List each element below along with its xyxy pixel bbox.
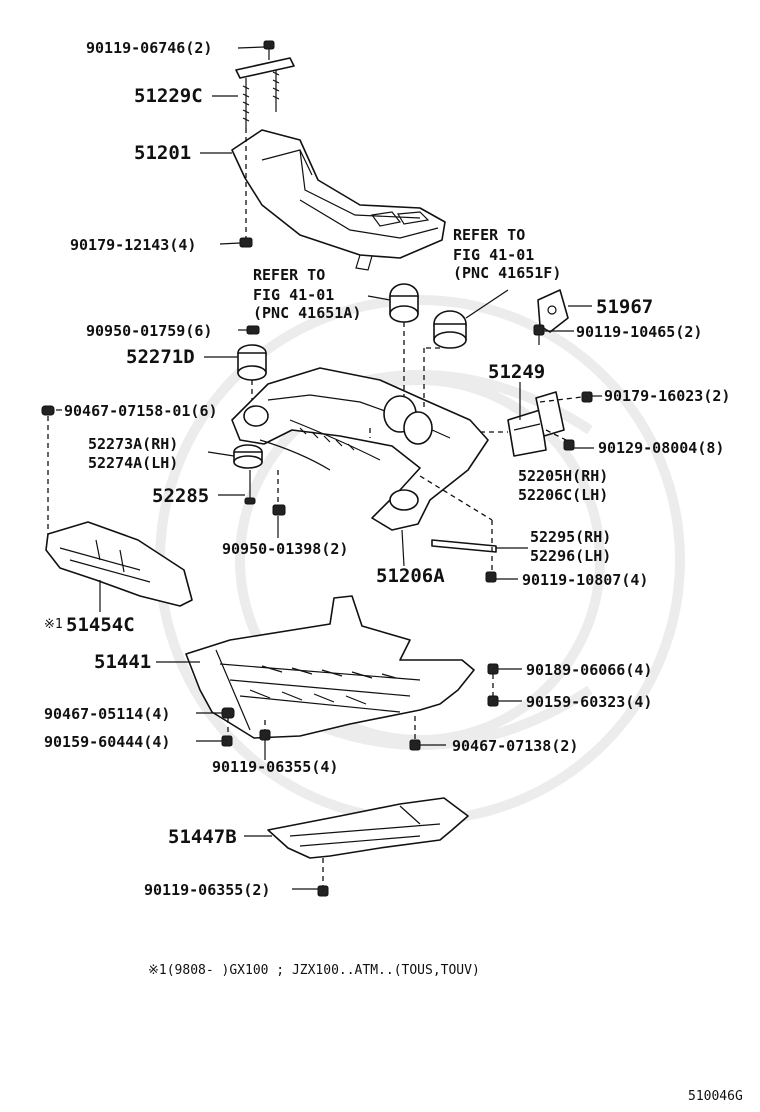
bolt-90119-10807[interactable] [485,571,497,583]
callout-52285: 52285 [152,485,209,507]
nut-90179-12143[interactable] [239,237,253,248]
bracket-plate-51229c [235,57,295,79]
callout-90119-06746: 90119-06746(2) [86,39,212,57]
callout-52273a: 52273A(RH) [88,435,178,453]
alignment-dashes [47,128,583,886]
callout-90467-07158-01: 90467-07158-01(6) [64,402,218,420]
bolt-90119-10465[interactable] [533,324,545,345]
callout-51967: 51967 [596,296,653,318]
callout-51201: 51201 [134,142,191,164]
cushion-52273a[interactable] [233,444,263,469]
nut-90179-16023[interactable] [581,391,593,403]
bracket-51967[interactable] [537,289,569,333]
callout-52206c: 52206C(LH) [518,486,608,504]
bushing-41651a[interactable] [389,283,419,323]
diagram-id: 510046G [688,1089,743,1104]
refer-to-label-1: REFER TO [453,226,525,244]
washer-90467-07158[interactable] [41,405,55,416]
washer-90467-07138[interactable] [409,739,421,751]
callout-52295: 52295(RH) [530,528,611,546]
brace-52295[interactable] [431,539,497,553]
callout-90119-06355-4: 90119-06355(4) [212,758,338,776]
callout-note-marker: ※1 [44,617,63,632]
callout-90189-06066: 90189-06066(4) [526,661,652,679]
callout-90119-06355-2: 90119-06355(2) [144,881,270,899]
callout-51229c: 51229C [134,85,203,107]
bushing-41651f[interactable] [433,310,467,349]
member-51201[interactable] [231,129,446,271]
callout-90950-01759: 90950-01759(6) [86,322,212,340]
callout-90159-60444: 90159-60444(4) [44,733,170,751]
bracket-52205h[interactable] [535,391,565,437]
callout-90129-08004: 90129-08004(8) [598,439,724,457]
callout-90159-60323: 90159-60323(4) [526,693,652,711]
callout-90119-10465: 90119-10465(2) [576,323,702,341]
stopper-51249[interactable] [507,409,547,457]
callout-52205h: 52205H(RH) [518,467,608,485]
bolt-90119-06355-a[interactable] [259,729,271,741]
callout-52274a: 52274A(LH) [88,454,178,472]
refer-pnc-label-2: (PNC 41651A) [253,304,361,322]
bolt-52285[interactable] [244,470,256,505]
refer-fig-label-2: FIG 41-01 [253,286,334,304]
callout-90179-16023: 90179-16023(2) [604,387,730,405]
suspension-member-51206a[interactable] [231,367,489,531]
callout-51454c: 51454C [66,614,135,636]
callout-labels: 90119-06746(2) 51229C 51201 90179-12143(… [44,39,730,899]
bolt-90159-60444[interactable] [221,735,233,747]
refer-pnc-label-1: (PNC 41651F) [453,264,561,282]
callout-51441: 51441 [94,651,151,673]
refer-to-label-2: REFER TO [253,266,325,284]
bolt-51229c-right[interactable] [272,64,280,112]
footnote: ※1(9808- )GX100 ; JZX100..ATM..(TOUS,TOU… [148,963,480,978]
bolt-90159-60323[interactable] [487,695,499,707]
callout-90950-01398: 90950-01398(2) [222,540,348,558]
leader-lines [56,46,602,890]
bolt-51229c-left[interactable] [242,78,250,128]
callout-51206a: 51206A [376,565,445,587]
callout-90467-05114: 90467-05114(4) [44,705,170,723]
cover-51454c[interactable] [45,521,193,607]
cushion-52271d[interactable] [237,344,267,381]
callout-90119-10807: 90119-10807(4) [522,571,648,589]
callout-52296: 52296(LH) [530,547,611,565]
callout-52271d: 52271D [126,346,195,368]
bolt-90119-06355-b[interactable] [317,885,329,897]
refer-fig-label-1: FIG 41-01 [453,246,534,264]
callout-90467-07138: 90467-07138(2) [452,737,578,755]
bolt-90129-08004[interactable] [563,439,575,451]
washer-90467-05114[interactable] [221,707,235,719]
bolt-90119-06746[interactable] [263,40,275,60]
nut-90950-01398[interactable] [272,504,286,516]
callout-90179-12143: 90179-12143(4) [70,236,196,254]
nut-90950-01759[interactable] [246,325,260,335]
callout-51447b: 51447B [168,826,237,848]
under-cover-51447b[interactable] [267,797,469,859]
nut-90189-06066[interactable] [487,663,499,675]
under-cover-51441[interactable] [185,595,475,739]
callout-51249: 51249 [488,361,545,383]
